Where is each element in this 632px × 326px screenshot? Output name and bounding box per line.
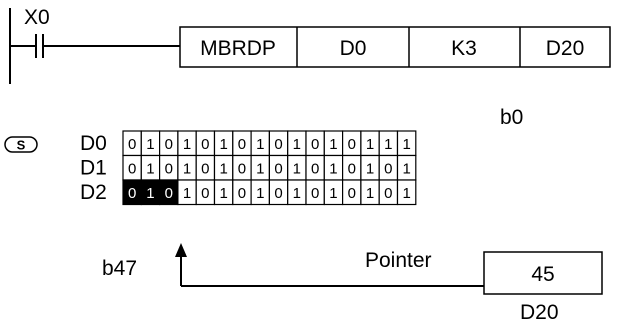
source-tag-badge	[4, 136, 38, 153]
instruction-box	[179, 26, 611, 68]
bit-value: 1	[146, 185, 154, 202]
bit-value: 0	[311, 136, 319, 153]
pointer-value: 45	[531, 263, 554, 286]
bit-value: 0	[165, 161, 173, 178]
bit-value: 0	[274, 185, 282, 202]
pointer-value-box	[483, 251, 603, 295]
bit-value: 0	[311, 161, 319, 178]
bit-value: 0	[348, 136, 356, 153]
bit-value: 1	[366, 136, 374, 153]
bit-value: 1	[219, 136, 227, 153]
bit-value: 1	[256, 185, 264, 202]
bit-cell	[396, 179, 417, 206]
bit-value: 0	[274, 161, 282, 178]
register-label: D2	[80, 181, 107, 204]
register-label: D0	[80, 132, 107, 155]
bit-value: 1	[183, 185, 191, 202]
bit-value: 1	[293, 161, 301, 178]
bit-value: 1	[384, 136, 392, 153]
bit-value: 0	[165, 185, 173, 202]
bit-value: 1	[402, 136, 410, 153]
pointer-register: D20	[520, 301, 559, 324]
pointer-label: Pointer	[365, 249, 432, 272]
instruction-mnemonic: MBRDP	[200, 37, 276, 60]
bit-value: 0	[311, 185, 319, 202]
bit-value: 0	[238, 185, 246, 202]
bit-value: 0	[274, 136, 282, 153]
operand-source: D0	[340, 37, 367, 60]
bit-value: 1	[256, 161, 264, 178]
bit-value: 1	[146, 161, 154, 178]
bit-value: 1	[366, 185, 374, 202]
bit-value: 0	[128, 161, 136, 178]
bit-value: 1	[329, 161, 337, 178]
operand-destination: D20	[546, 37, 585, 60]
bit-value: 0	[238, 136, 246, 153]
bit-value: 0	[348, 185, 356, 202]
contact-label: X0	[24, 6, 50, 29]
bit-value: 1	[402, 161, 410, 178]
bit-value: 0	[128, 136, 136, 153]
bit-label-b47: b47	[102, 257, 137, 280]
bit-value: 1	[219, 185, 227, 202]
pointer-arrowhead	[175, 243, 187, 257]
register-label: D1	[80, 157, 107, 180]
bit-value: 1	[293, 185, 301, 202]
bit-value: 1	[183, 161, 191, 178]
source-tag-label: S	[17, 138, 26, 153]
bit-value: 0	[201, 185, 209, 202]
bit-value: 0	[165, 136, 173, 153]
bit-label-b0: b0	[500, 106, 523, 129]
bit-value: 0	[384, 161, 392, 178]
bit-value: 1	[146, 136, 154, 153]
bit-value: 0	[238, 161, 246, 178]
bit-value: 0	[201, 136, 209, 153]
operand-count: K3	[451, 37, 477, 60]
bit-value: 1	[329, 185, 337, 202]
ladder-rung: X0 MBRDP D0 K3 D20	[9, 6, 611, 84]
bit-value: 0	[348, 161, 356, 178]
bit-value: 0	[128, 185, 136, 202]
bit-value: 1	[256, 136, 264, 153]
bit-value: 1	[183, 136, 191, 153]
bit-value: 0	[384, 185, 392, 202]
bit-value: 1	[219, 161, 227, 178]
pointer-group: Pointer 45 D20	[175, 243, 603, 324]
bit-value: 1	[329, 136, 337, 153]
bit-value: 0	[201, 161, 209, 178]
bit-value: 1	[293, 136, 301, 153]
bit-value: 1	[402, 185, 410, 202]
bit-value: 1	[366, 161, 374, 178]
